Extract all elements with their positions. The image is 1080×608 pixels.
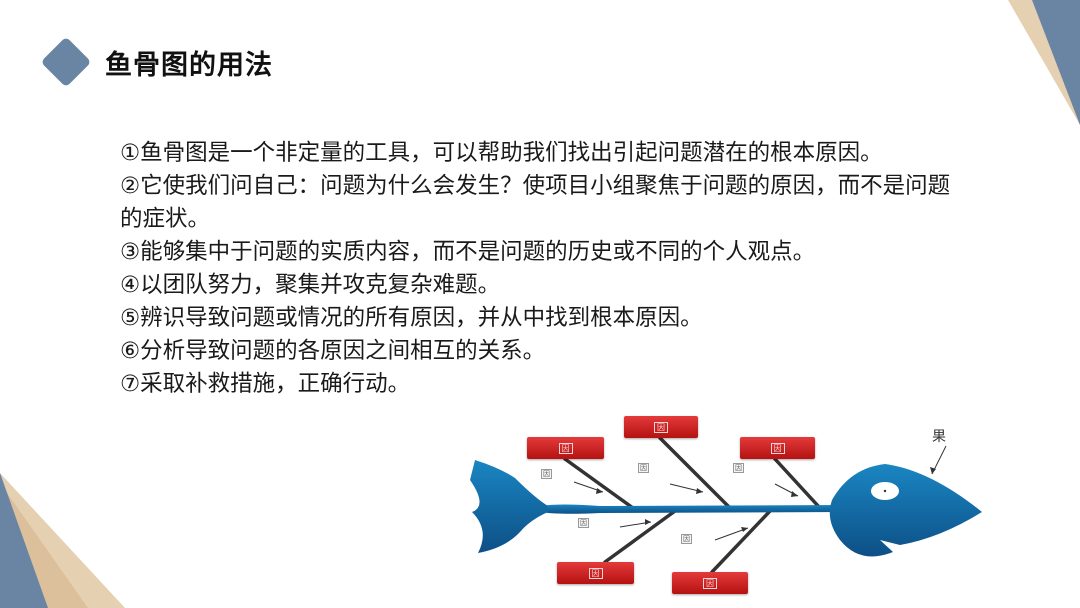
- page-title: 鱼骨图的用法: [105, 50, 273, 81]
- effect-label: 果: [932, 429, 946, 445]
- cause-box-top-1: 因: [527, 437, 604, 459]
- cause-box-bottom-1: 因: [557, 562, 634, 584]
- usage-point-3: ③能够集中于问题的实质内容，而不是问题的历史或不同的个人观点。: [120, 239, 816, 265]
- usage-point-4: ④以团队努力，聚集并攻克复杂难题。: [120, 272, 501, 298]
- usage-list: ①鱼骨图是一个非定量的工具，可以帮助我们找出引起问题潜在的根本原因。 ②它使我们…: [120, 137, 960, 401]
- corner-decoration-bottom-left: [0, 473, 125, 608]
- cause-label: 因: [770, 442, 785, 454]
- sub-cause-label: 因: [681, 534, 692, 544]
- corner-blue-stripe-top-right: [1032, 0, 1080, 125]
- title-diamond-icon: [40, 36, 92, 88]
- cause-label: 因: [558, 442, 573, 454]
- usage-point-2: ②它使我们问自己：问题为什么会发生？使项目小组聚焦于问题的原因，而不是问题的症状…: [120, 173, 951, 232]
- usage-point-5: ⑤辨识导致问题或情况的所有原因，并从中找到根本原因。: [120, 305, 703, 331]
- cause-label: 因: [703, 577, 717, 589]
- usage-point-6: ⑥分析导致问题的各原因之间相互的关系。: [120, 338, 546, 364]
- fishbone-diagram: [470, 436, 982, 574]
- usage-point-7: ⑦采取补救措施，正确行动。: [120, 371, 411, 397]
- cause-box-top-2: 因: [624, 416, 698, 438]
- cause-label: 因: [654, 421, 668, 433]
- cause-box-top-3: 因: [740, 437, 815, 459]
- sub-cause-label: 因: [541, 469, 552, 479]
- cause-label: 因: [588, 567, 603, 579]
- sub-cause-label: 因: [638, 463, 649, 473]
- cause-box-bottom-2: 因: [672, 572, 748, 594]
- sub-cause-label: 因: [733, 463, 744, 473]
- usage-point-1: ①鱼骨图是一个非定量的工具，可以帮助我们找出引起问题潜在的根本原因。: [120, 140, 883, 166]
- sub-cause-label: 因: [578, 518, 589, 528]
